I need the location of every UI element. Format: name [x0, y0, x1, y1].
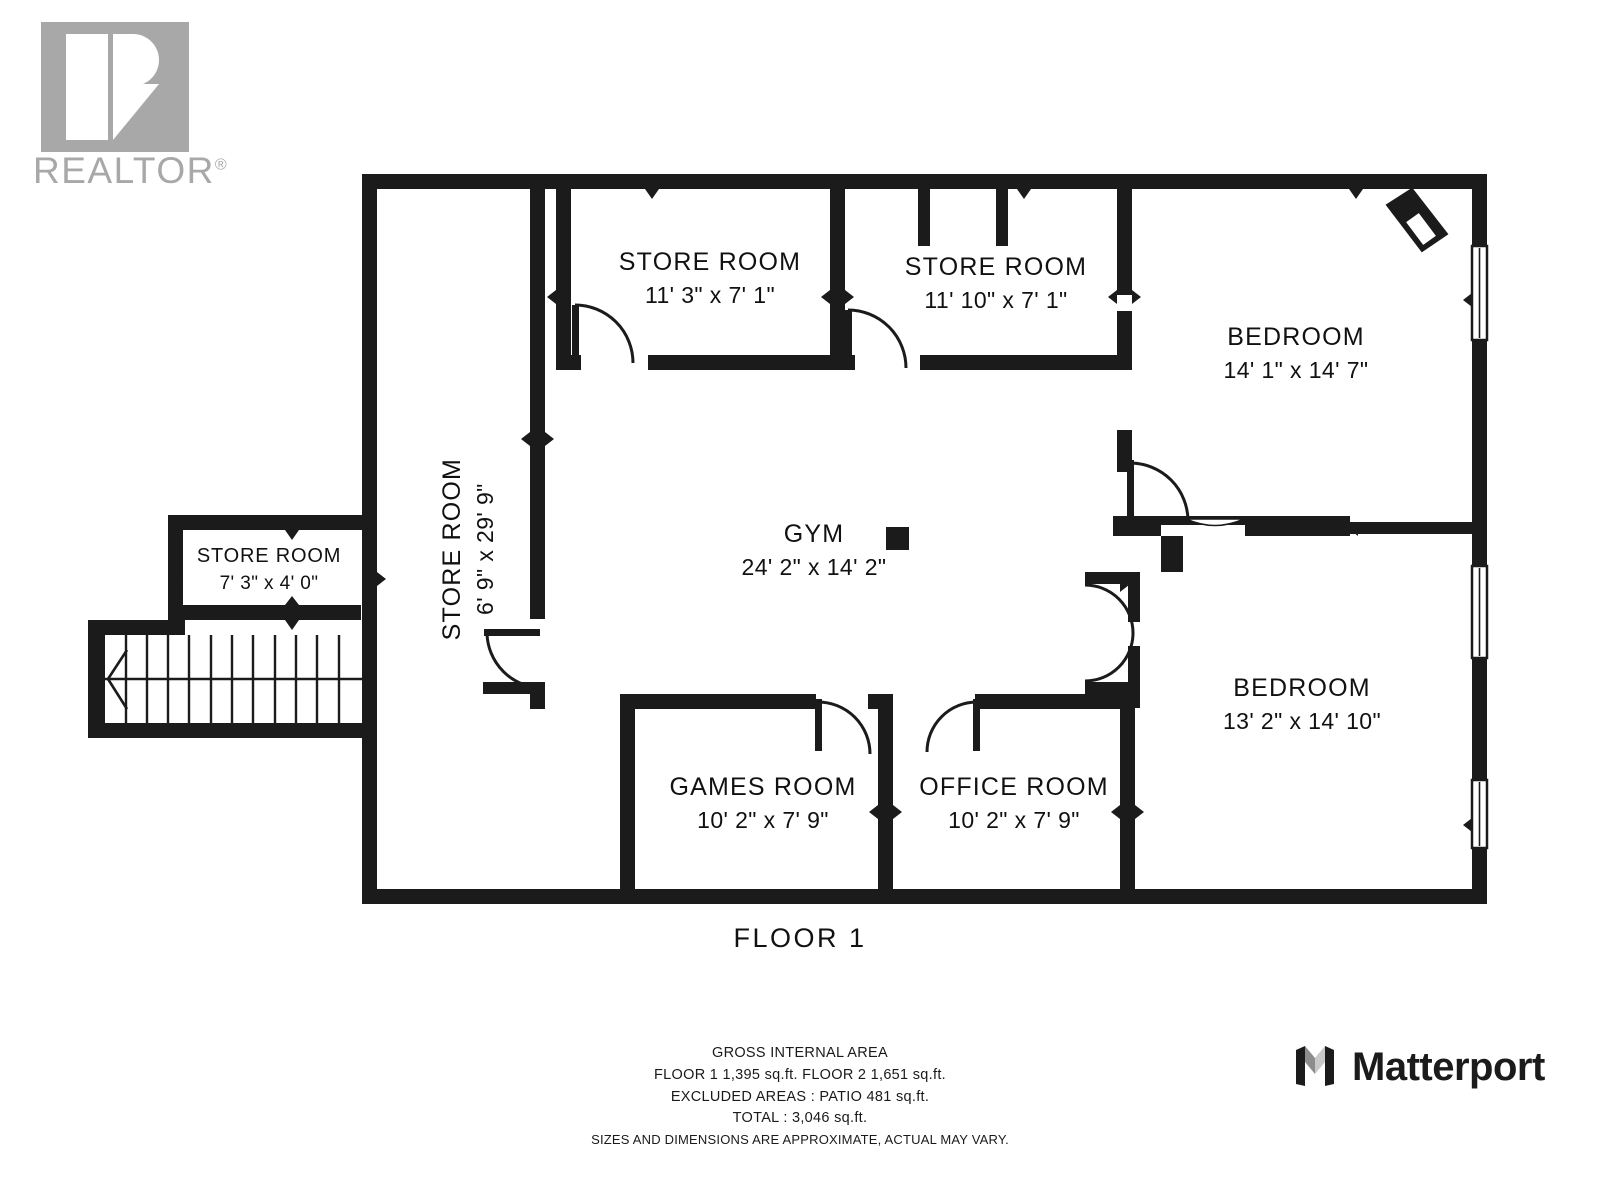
area-excluded-line: EXCLUDED AREAS : PATIO 481 sq.ft.	[670, 1088, 930, 1105]
door-swings	[484, 303, 1190, 755]
gym-column-icon	[886, 527, 909, 550]
room-dimensions: 11' 10" x 7' 1"	[924, 286, 1068, 313]
matterport-mark-icon	[1296, 1046, 1334, 1086]
room-name: BEDROOM	[1233, 674, 1371, 702]
stair-direction-arrow-icon	[106, 649, 129, 710]
area-total-line: TOTAL : 3,046 sq.ft.	[732, 1110, 868, 1127]
room-name: GYM	[783, 520, 845, 548]
games-office-walls	[620, 694, 1135, 904]
realtor-r-leg-icon	[113, 84, 159, 140]
left-wing-walls	[88, 515, 377, 738]
room-label-store-room-top-left: STORE ROOM 11' 3" x 7' 1"	[560, 245, 860, 311]
realtor-registered-icon: ®	[214, 156, 229, 174]
room-name: STORE ROOM	[618, 248, 802, 276]
room-name: STORE ROOM	[196, 545, 342, 567]
matterport-logo: Matterport	[1292, 1044, 1545, 1090]
room-dimensions: 11' 3" x 7' 1"	[644, 281, 776, 308]
room-label-games-room: GAMES ROOM 10' 2" x 7' 9"	[613, 770, 913, 836]
room-label-store-room-corridor: STORE ROOM 6' 9" x 29' 9"	[435, 399, 501, 699]
floor-title-text: FLOOR 1	[733, 923, 867, 953]
room-name: STORE ROOM	[437, 457, 466, 641]
matterport-wordmark-text: Matterport	[1352, 1044, 1545, 1089]
area-floors-line: FLOOR 1 1,395 sq.ft. FLOOR 2 1,651 sq.ft…	[654, 1066, 946, 1083]
room-name: OFFICE ROOM	[919, 773, 1109, 801]
room-label-store-room-left: STORE ROOM 7' 3" x 4' 0"	[159, 543, 379, 597]
room-dimensions: 24' 2" x 14' 2"	[741, 553, 887, 580]
room-dimensions: 6' 9" x 29' 9"	[471, 483, 498, 615]
area-disclaimer: SIZES AND DIMENSIONS ARE APPROXIMATE, AC…	[591, 1132, 1009, 1147]
realtor-logo-mark	[41, 22, 189, 152]
window-right-lower	[1470, 778, 1489, 850]
realtor-r-stem-icon	[66, 34, 108, 140]
room-label-bedroom-upper: BEDROOM 14' 1" x 14' 7"	[1146, 320, 1446, 386]
exterior-walls	[362, 174, 1487, 904]
room-dimensions: 7' 3" x 4' 0"	[219, 572, 319, 594]
room-label-office-room: OFFICE ROOM 10' 2" x 7' 9"	[864, 770, 1164, 836]
room-label-gym: GYM 24' 2" x 14' 2"	[664, 517, 964, 583]
room-label-bedroom-lower: BEDROOM 13' 2" x 14' 10"	[1152, 671, 1452, 737]
room-name: STORE ROOM	[904, 253, 1088, 281]
staircase	[105, 635, 362, 723]
room-name: BEDROOM	[1227, 323, 1365, 351]
dimension-markers	[174, 189, 1472, 898]
room-name: GAMES ROOM	[669, 773, 857, 801]
realtor-r-bowl-icon	[113, 34, 159, 86]
bedroom-divider-walls	[1085, 430, 1472, 708]
basin-fixture-icon	[1185, 518, 1245, 527]
store-room-interior-walls	[556, 174, 1132, 370]
realtor-wordmark-text: REALTOR	[33, 150, 215, 191]
realtor-wordmark: REALTOR®	[33, 150, 228, 192]
realtor-logo: REALTOR®	[33, 22, 227, 212]
window-right-middle	[1470, 564, 1489, 660]
window-right-upper	[1470, 244, 1489, 342]
room-dimensions: 10' 2" x 7' 9"	[948, 806, 1080, 833]
wardrobe-fixture-icon	[1385, 187, 1449, 253]
floor-title: FLOOR 1	[0, 923, 1600, 954]
room-label-store-room-top-right: STORE ROOM 11' 10" x 7' 1"	[846, 250, 1146, 316]
room-dimensions: 10' 2" x 7' 9"	[697, 806, 829, 833]
area-heading: GROSS INTERNAL AREA	[712, 1045, 888, 1061]
gross-internal-area-notes: GROSS INTERNAL AREA FLOOR 1 1,395 sq.ft.…	[0, 1043, 1600, 1150]
room-dimensions: 13' 2" x 14' 10"	[1222, 707, 1382, 734]
room-dimensions: 14' 1" x 14' 7"	[1223, 356, 1369, 383]
